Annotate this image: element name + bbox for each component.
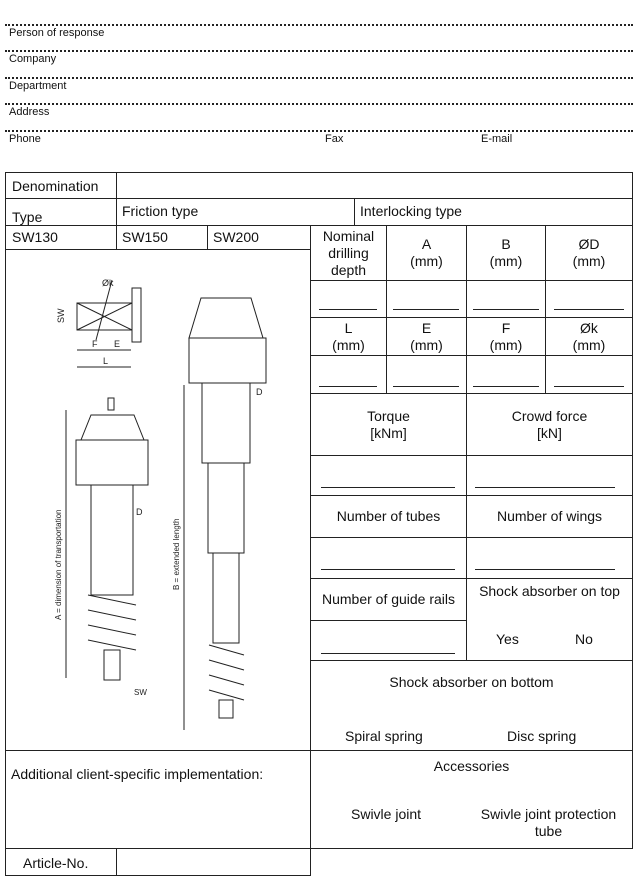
interlocking-type-option[interactable]: Interlocking type	[354, 198, 633, 226]
crowd-header: Crowd force[kN]	[466, 393, 633, 456]
e-input[interactable]	[386, 355, 467, 394]
unit: (mm)	[489, 336, 523, 353]
torque-header: Torque[kNm]	[310, 393, 467, 456]
f-dim-label: F	[92, 339, 98, 349]
guide-rails-input[interactable]	[310, 620, 467, 661]
e-header: E(mm)	[386, 317, 467, 356]
e-dim-label: E	[114, 339, 120, 349]
shock-top-label: Shock absorber on top	[479, 583, 620, 599]
company-field[interactable]: Company	[9, 53, 57, 65]
sw-dim-label-bottom: SW	[134, 688, 147, 697]
spiral-spring-option[interactable]: Spiral spring	[345, 728, 423, 744]
disc-spring-option[interactable]: Disc spring	[507, 728, 577, 744]
sw-dim-label: SW	[56, 308, 66, 323]
additional-implementation[interactable]: Additional client-specific implementatio…	[5, 750, 311, 849]
torque-input[interactable]	[310, 455, 467, 496]
department-field[interactable]: Department	[9, 80, 67, 92]
crowd-label: Crowd force	[511, 407, 588, 424]
d-input[interactable]	[545, 280, 633, 318]
article-label: Article-No.	[5, 848, 117, 876]
unit: (mm)	[572, 336, 606, 353]
torque-unit: [kNm]	[370, 424, 407, 441]
k-label: Øk	[580, 319, 598, 336]
sw130-option[interactable]: SW130	[5, 225, 117, 250]
d-dim-label-left: D	[136, 507, 143, 517]
wings-input[interactable]	[466, 537, 633, 579]
b-label: B	[501, 236, 511, 252]
accessories-cell: Accessories Swivle joint Swivle joint pr…	[310, 750, 633, 849]
additional-label: Additional client-specific implementatio…	[11, 766, 264, 782]
torque-label: Torque	[367, 407, 410, 424]
shock-top-cell: Shock absorber on top Yes No	[466, 578, 633, 661]
guide-rails-label: Number of guide rails	[310, 578, 467, 621]
unit: (mm)	[489, 253, 523, 269]
f-header: F(mm)	[466, 317, 546, 356]
shock-bottom-label: Shock absorber on bottom	[389, 674, 554, 690]
divider	[5, 77, 633, 79]
unit: (mm)	[410, 336, 443, 353]
a-dim-label: A = dimension of transportation	[54, 509, 63, 620]
f-input[interactable]	[466, 355, 546, 394]
tubes-input[interactable]	[310, 537, 467, 579]
divider	[5, 50, 633, 52]
unit: (mm)	[332, 336, 365, 353]
f-label: F	[501, 319, 511, 336]
k-input[interactable]	[545, 355, 633, 394]
divider	[5, 103, 633, 105]
e-label: E	[421, 319, 432, 336]
unit: (mm)	[410, 253, 443, 269]
b-input[interactable]	[466, 280, 546, 318]
swivel-joint-option[interactable]: Swivle joint	[351, 806, 422, 822]
tubes-label: Number of tubes	[310, 495, 467, 538]
a-header: A(mm)	[386, 225, 467, 281]
address-field[interactable]: Address	[9, 106, 50, 118]
article-input[interactable]	[116, 848, 311, 876]
b-dim-label: B = extended length	[172, 519, 181, 590]
phone-field[interactable]: Phone	[9, 133, 41, 145]
fax-field[interactable]: Fax	[325, 133, 344, 145]
d-label: ØD	[578, 236, 600, 252]
sw200-option[interactable]: SW200	[207, 225, 311, 250]
denomination-input[interactable]	[116, 172, 633, 199]
divider	[5, 130, 633, 132]
divider	[5, 24, 633, 26]
crowd-unit: [kN]	[537, 424, 562, 441]
type-label: Type	[5, 198, 117, 226]
l-dim-label: L	[103, 356, 108, 366]
drawing-cell: SW F E L Øk A = dimension of transportat…	[5, 249, 311, 751]
d-header: ØD(mm)	[545, 225, 633, 281]
email-field[interactable]: E-mail	[481, 133, 513, 145]
unit: (mm)	[572, 253, 606, 269]
drill-drive-drawing: SW F E L Øk A = dimension of transportat…	[54, 278, 267, 730]
a-input[interactable]	[386, 280, 467, 318]
denomination-label: Denomination	[5, 172, 117, 199]
accessories-label: Accessories	[433, 758, 510, 774]
person-field[interactable]: Person of response	[9, 27, 105, 39]
swivel-tube-option[interactable]: Swivle joint protection tube	[480, 806, 617, 839]
depth-input[interactable]	[310, 280, 387, 318]
l-input[interactable]	[310, 355, 387, 394]
nominal-depth-label: Nominal drilling depth	[310, 225, 387, 281]
b-header: B(mm)	[466, 225, 546, 281]
shock-bottom-cell: Shock absorber on bottom Spiral spring D…	[310, 660, 633, 751]
shock-top-no[interactable]: No	[575, 631, 593, 647]
d-dim-label-right: D	[256, 387, 263, 397]
a-label: A	[421, 236, 432, 252]
friction-type-option[interactable]: Friction type	[116, 198, 355, 226]
k-header: Øk(mm)	[545, 317, 633, 356]
crowd-input[interactable]	[466, 455, 633, 496]
l-label: L	[344, 319, 353, 336]
k-dim-label: Øk	[102, 278, 114, 288]
sw150-option[interactable]: SW150	[116, 225, 208, 250]
l-header: L(mm)	[310, 317, 387, 356]
shock-top-yes[interactable]: Yes	[496, 631, 519, 647]
wings-label: Number of wings	[466, 495, 633, 538]
